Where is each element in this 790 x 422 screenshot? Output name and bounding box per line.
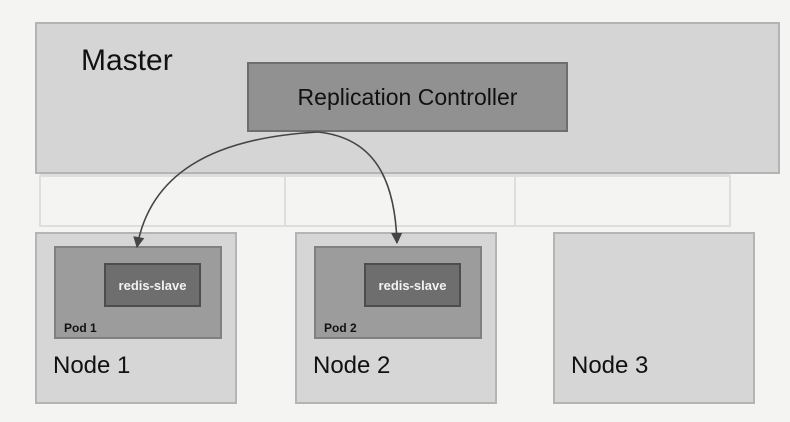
- replication-controller-box: Replication Controller: [247, 62, 568, 132]
- node-3-box: Node 3: [553, 232, 755, 404]
- replication-controller-label: Replication Controller: [297, 83, 518, 110]
- node-label: Node 2: [313, 352, 391, 379]
- pod-label: Pod 1: [64, 321, 97, 335]
- container-label: redis-slave: [378, 277, 447, 293]
- pod-1-box: redis-slave Pod 1: [54, 246, 222, 339]
- master-label: Master: [81, 44, 173, 77]
- pod-2-box: redis-slave Pod 2: [314, 246, 482, 339]
- node-2-box: redis-slave Pod 2 Node 2: [295, 232, 497, 404]
- pod-label: Pod 2: [324, 321, 357, 335]
- node-label: Node 1: [53, 352, 131, 379]
- redis-slave-container-1: redis-slave: [104, 263, 201, 307]
- redis-slave-container-2: redis-slave: [364, 263, 461, 307]
- container-label: redis-slave: [118, 277, 187, 293]
- node-1-box: redis-slave Pod 1 Node 1: [35, 232, 237, 404]
- node-label: Node 3: [571, 352, 649, 379]
